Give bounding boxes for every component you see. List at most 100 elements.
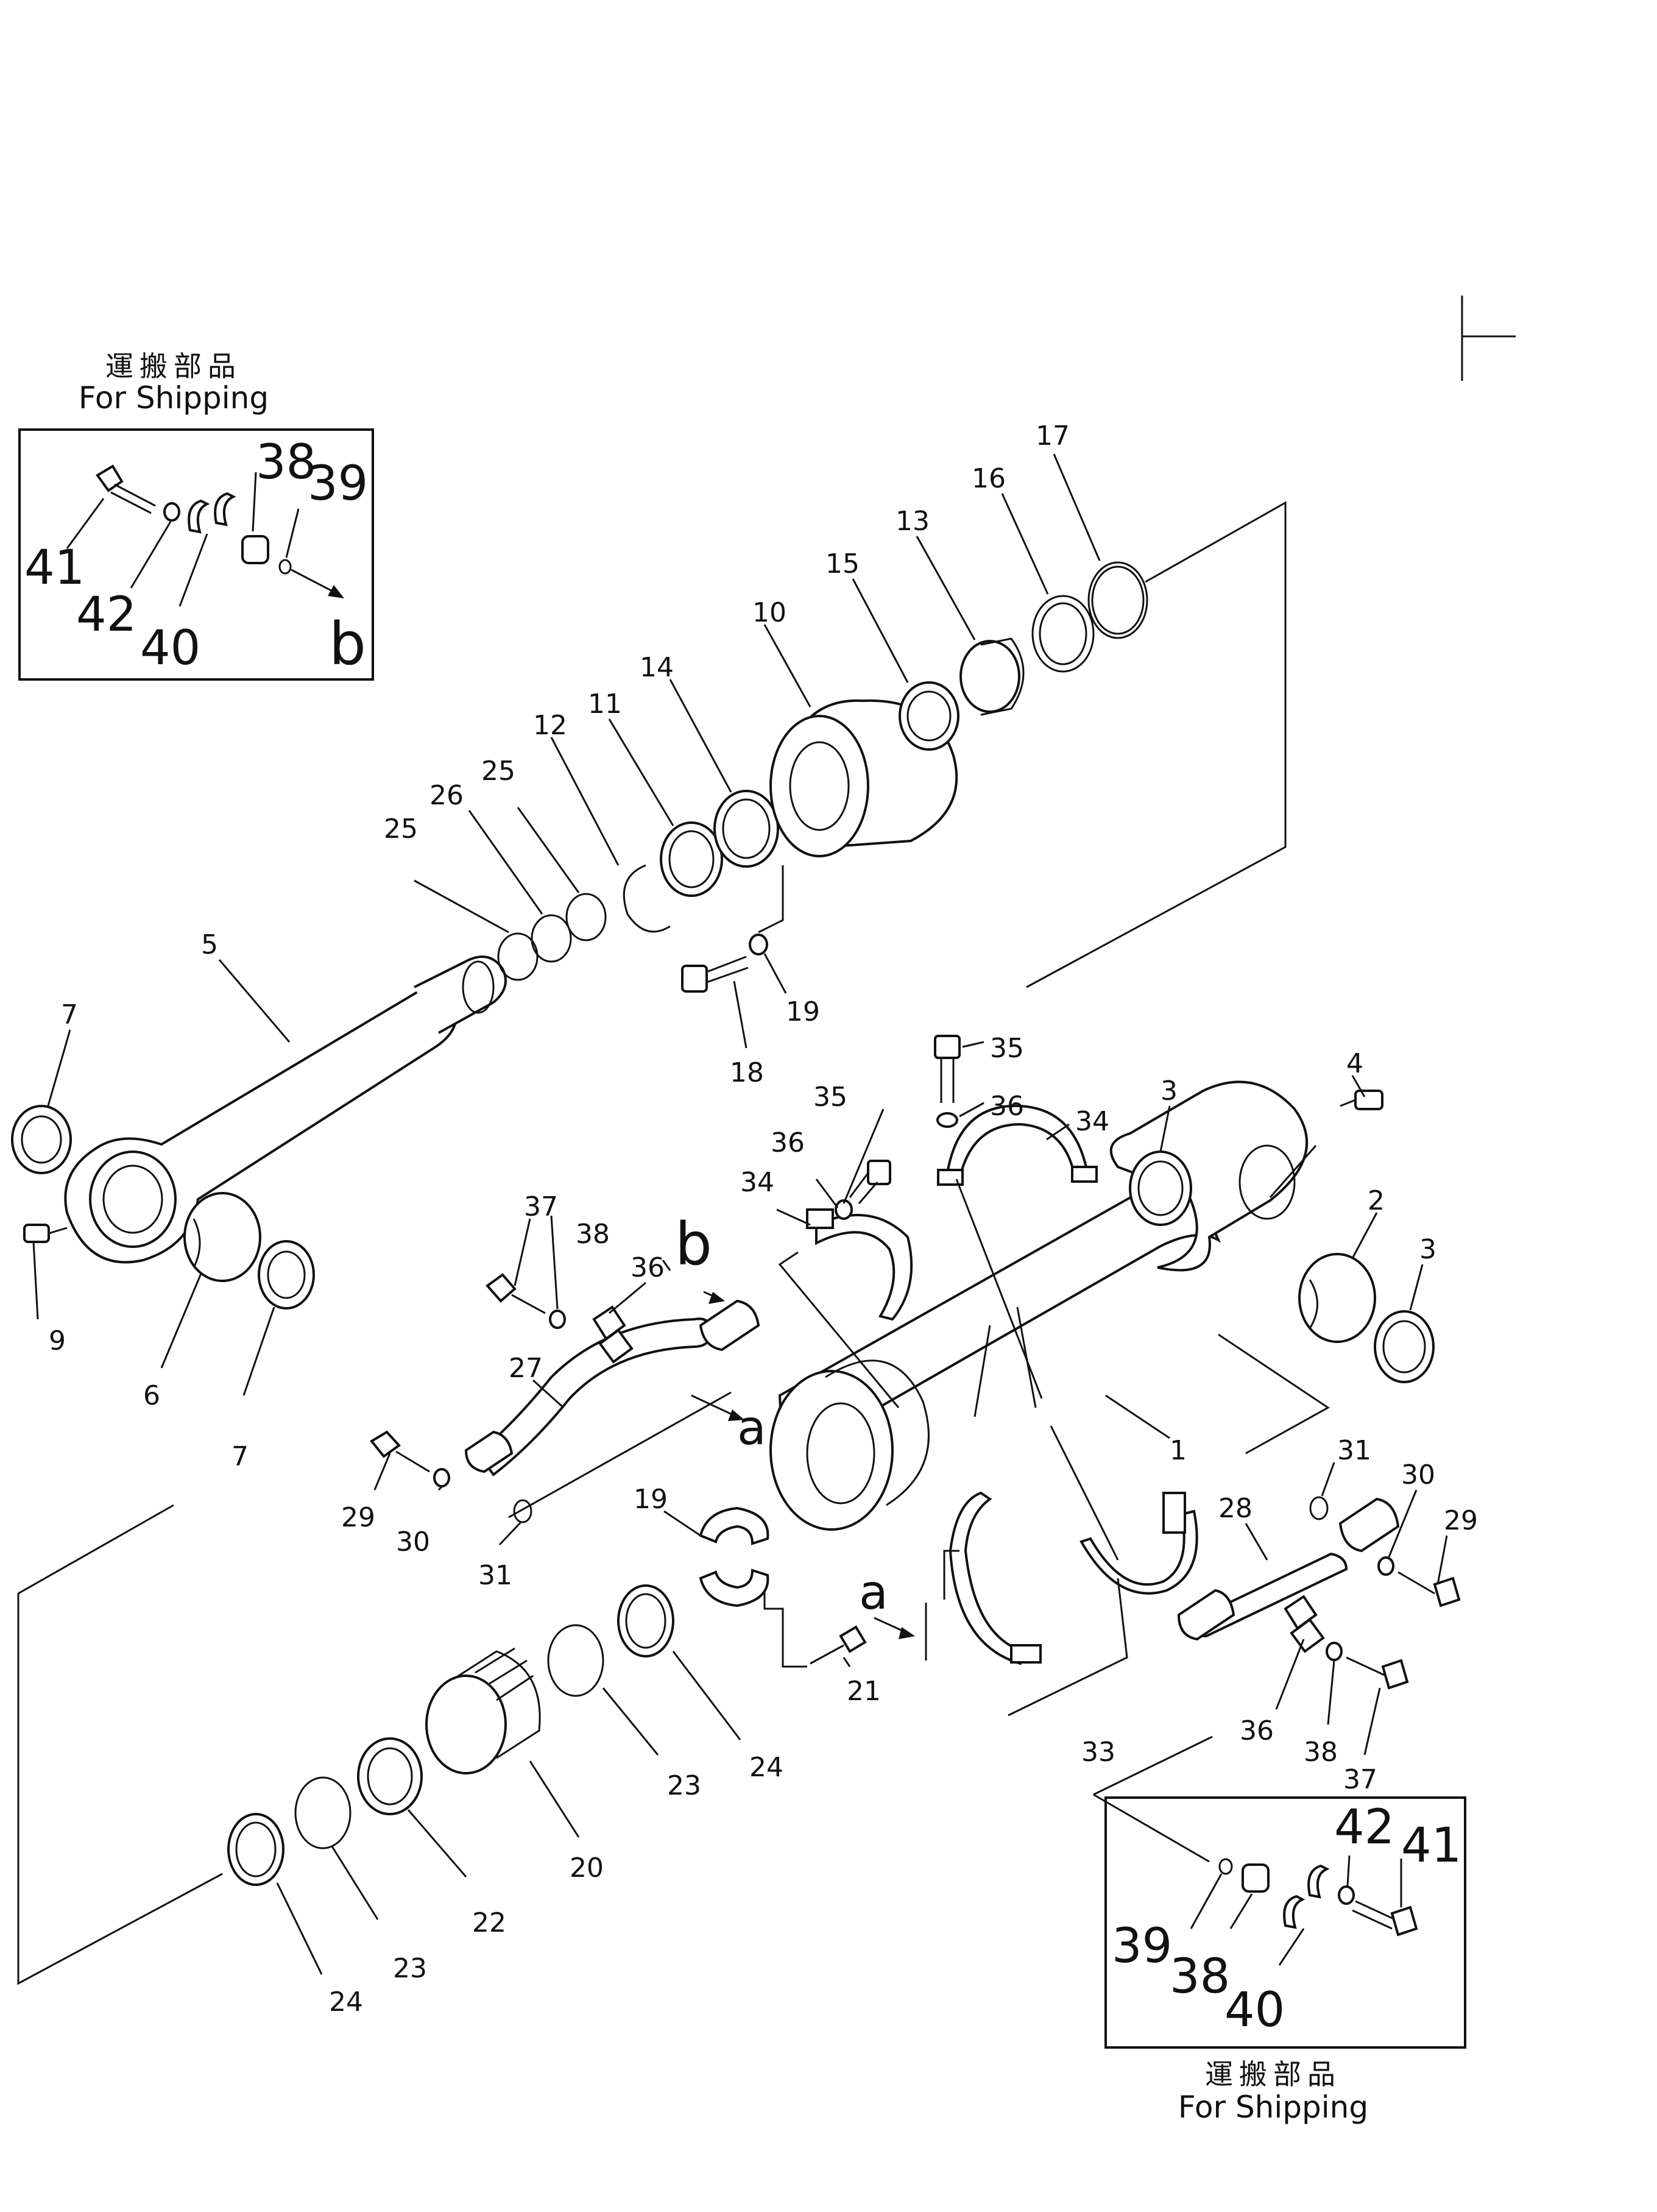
callout-33-right: 34 xyxy=(1075,1106,1109,1137)
part-2-bushing-right xyxy=(1298,1253,1376,1343)
part-38-washer-left xyxy=(549,1310,566,1329)
callout-12: 13 xyxy=(896,506,930,537)
part-34-bolt-upper-left xyxy=(849,1160,891,1204)
part-35-washer-upper-right xyxy=(936,1112,958,1128)
callout-39-bottom: 38 xyxy=(1170,1949,1230,2004)
part-8-grease-fitting-left xyxy=(23,1224,68,1243)
part-32-clamp-lower-left xyxy=(949,1491,1042,1665)
callout-29-left: 29 xyxy=(341,1502,375,1533)
part-40-oring-bottom xyxy=(1218,1858,1233,1875)
part-39-bushing-top xyxy=(241,535,269,564)
upper-assembly xyxy=(11,501,1287,1310)
callout-25-a: 25 xyxy=(384,814,418,845)
part-27-hose-left xyxy=(464,1299,760,1476)
part-25-ring-a xyxy=(497,932,539,981)
callout-2: 2 xyxy=(1368,1185,1385,1216)
part-37-bolt-right xyxy=(1346,1656,1409,1690)
upper-labels: 5 7 9 6 7 25 26 25 12 11 14 10 15 13 16 … xyxy=(49,420,1070,1472)
lower-assembly: 20 22 23 24 23 24 xyxy=(17,1504,783,2018)
part-13-seal xyxy=(713,790,779,868)
callout-43-bottom: 42 xyxy=(1334,1800,1394,1855)
callout-7-top: 7 xyxy=(61,999,78,1030)
part-18-washer xyxy=(749,934,768,955)
callout-41-top: 40 xyxy=(140,621,200,676)
callout-30-right: 30 xyxy=(1401,1459,1435,1491)
callout-9: 10 xyxy=(752,597,786,628)
callout-37-right: 37 xyxy=(1343,1764,1377,1795)
part-29-bolt-right xyxy=(1397,1571,1461,1608)
callout-24-right: 24 xyxy=(749,1752,783,1783)
callout-21: 21 xyxy=(847,1676,881,1707)
part-21-bolt xyxy=(810,1625,867,1665)
part-43-washer-top xyxy=(163,502,180,522)
part-38-washer-right xyxy=(1326,1642,1343,1661)
callout-11: 12 xyxy=(533,710,567,741)
part-12-bushing xyxy=(959,637,1025,716)
callout-16: 17 xyxy=(1036,420,1070,452)
callout-3-bottom: 3 xyxy=(1419,1234,1436,1265)
callout-31-left: 31 xyxy=(478,1560,512,1591)
callout-42-top: 41 xyxy=(24,541,85,595)
callout-10: 11 xyxy=(588,689,622,720)
callout-15: 16 xyxy=(972,463,1006,494)
callout-22: 22 xyxy=(472,1907,506,1938)
part-30-washer-right xyxy=(1377,1556,1394,1576)
part-25-ring-b xyxy=(565,893,607,941)
callout-8: 9 xyxy=(49,1325,66,1356)
middle-leaders xyxy=(373,1041,1448,1756)
cylinder-tube-assembly: a b a xyxy=(370,1035,1461,1717)
callout-30-left: 30 xyxy=(396,1526,430,1558)
callout-4: 4 xyxy=(1346,1048,1363,1079)
middle-labels: 1 2 3 3 4 35 36 34 35 36 34 37 38 36 27 … xyxy=(341,1033,1478,1795)
part-34-bolt-upper-right xyxy=(934,1035,961,1103)
callout-42-bottom: 41 xyxy=(1401,1818,1461,1873)
callout-3-top: 3 xyxy=(1161,1076,1178,1107)
callout-29-right: 29 xyxy=(1444,1505,1478,1536)
shipping-box-top-title-jp: 運搬部品 xyxy=(105,350,242,383)
callout-1: 1 xyxy=(1170,1435,1187,1466)
letter-b-top: b xyxy=(329,610,366,678)
part-37-bolt-left xyxy=(486,1273,546,1314)
part-40-oring-top xyxy=(278,559,292,575)
callout-31-right: 31 xyxy=(1337,1435,1371,1466)
callout-35-right: 36 xyxy=(990,1091,1024,1122)
callout-24-left: 24 xyxy=(329,1987,363,2018)
callout-13: 14 xyxy=(640,652,674,683)
callout-23-left: 23 xyxy=(393,1953,427,1984)
callout-26: 26 xyxy=(429,780,464,811)
part-33-clamp-upper-left xyxy=(806,1208,913,1321)
part-31-oring-left xyxy=(513,1499,532,1523)
callout-25-b: 25 xyxy=(481,756,515,787)
part-35-washer-upper-left xyxy=(835,1199,853,1220)
callout-38-left: 38 xyxy=(576,1219,610,1250)
callout-43-top: 42 xyxy=(76,587,136,642)
part-23-ring-left xyxy=(294,1776,352,1849)
callout-20: 19 xyxy=(634,1484,668,1515)
part-29-bolt-left xyxy=(370,1430,430,1473)
part-32-clamp-lower-right xyxy=(1079,1492,1198,1595)
shipping-box-top-left: 運搬部品 For Shipping 41 42 40 38 39 b xyxy=(18,350,374,681)
part-28-hose-right xyxy=(1177,1497,1400,1641)
shipping-box-bottom-right: 42 41 39 38 40 運搬部品 For Shipping xyxy=(1093,1735,1466,2125)
part-5-piston-rod xyxy=(64,955,507,1264)
part-36-clip-right xyxy=(1284,1595,1325,1653)
part-41-clamp-top xyxy=(188,492,236,534)
callout-7-bottom: 7 xyxy=(231,1441,249,1472)
callout-38-right: 38 xyxy=(1304,1737,1338,1768)
part-4-grease-fitting-right xyxy=(1340,1090,1383,1110)
part-39-bushing-bottom xyxy=(1242,1863,1270,1893)
callout-27: 27 xyxy=(509,1353,543,1384)
callout-6: 6 xyxy=(143,1380,160,1411)
part-42-bolt-top xyxy=(96,464,156,514)
letter-a-lower: a xyxy=(859,1565,888,1620)
upper-leaders xyxy=(32,453,1101,1396)
letter-b-middle: b xyxy=(675,1210,712,1278)
part-6-bushing-left xyxy=(183,1192,261,1282)
callout-35-left: 36 xyxy=(771,1127,805,1158)
callout-37-left: 37 xyxy=(524,1191,558,1222)
callout-33-left: 34 xyxy=(740,1167,774,1198)
cylinder-flange xyxy=(769,1359,930,1531)
callout-36-right: 36 xyxy=(1240,1715,1274,1746)
part-33-clamp-upper-right xyxy=(937,1104,1098,1186)
